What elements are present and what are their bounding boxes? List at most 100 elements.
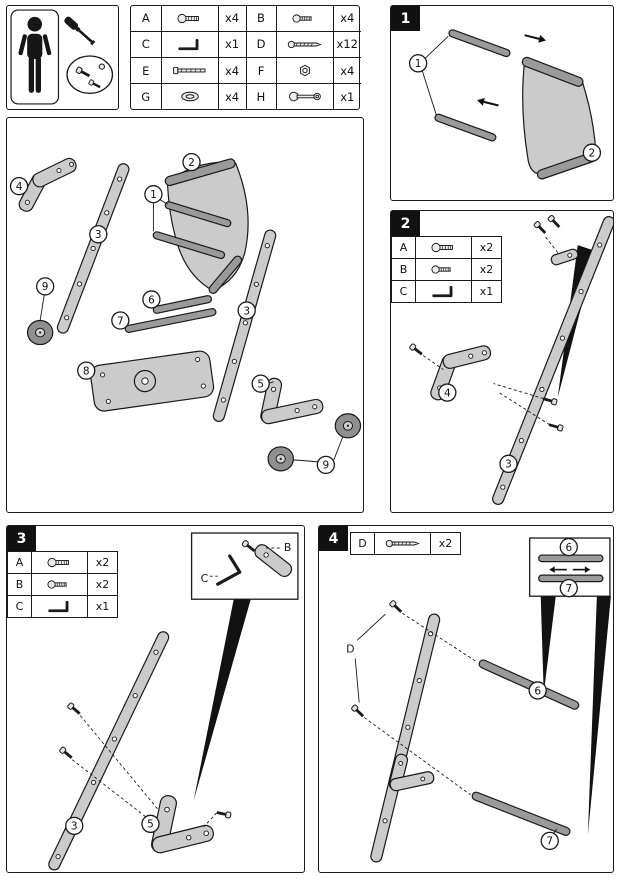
assembly-dash-lines [71, 715, 158, 824]
hardware-row: G x4 H x1 [131, 83, 361, 109]
bolt-icon [415, 236, 472, 259]
parts-row: D x2 [350, 532, 461, 555]
fabric-top-rod-part [521, 56, 584, 87]
part-qty: x4 [217, 83, 247, 109]
fabric-bottom-rod-part [208, 255, 243, 294]
loose-rod-part [434, 113, 497, 142]
part-qty: x4 [332, 6, 361, 32]
callout-number: 3 [243, 305, 250, 317]
nut-icon [275, 56, 334, 85]
base-plate-part [89, 350, 215, 412]
overview-panel: 4 3 9 2 [6, 117, 364, 513]
callout-number: 5 [257, 378, 264, 390]
long-screw-icon [275, 30, 334, 58]
seat-rod-part [152, 231, 226, 260]
wrench-icon [275, 83, 334, 109]
callout-number: 4 [444, 387, 451, 399]
step3-parts-table: A x2 B x2 C x1 [7, 551, 118, 618]
step1-label: 1 [391, 6, 420, 31]
allen-key-icon [31, 595, 88, 618]
bolt-icon [160, 6, 219, 32]
fabric-top-rod-part [164, 158, 236, 187]
part-qty: x4 [217, 6, 247, 32]
callout-7: 7 [111, 311, 130, 330]
parts-row: C x1 [391, 280, 502, 303]
hardware-row: A x4 B x4 [131, 6, 361, 32]
zoom-wedge [540, 596, 556, 694]
callout-number: 3 [95, 229, 102, 241]
callout-2: 2 [582, 143, 602, 162]
callout-number: 8 [83, 365, 90, 377]
zoom-wedge [193, 599, 251, 801]
part-qty: x4 [217, 56, 247, 85]
hardware-label-d: D [346, 642, 354, 655]
wheel-part [26, 319, 54, 346]
hardware-table: A x4 B x4 C x1 D x12 E x4 F x4 [131, 6, 361, 109]
part-letter: C [391, 280, 416, 303]
loose-rod-part [448, 29, 511, 58]
parts-row: A x2 [391, 236, 502, 259]
callout-number: 9 [42, 281, 49, 293]
part-qty: x1 [471, 280, 502, 303]
cross-rod-part [152, 295, 213, 314]
leader-lines [293, 433, 345, 463]
bracket-tip-part [550, 248, 579, 266]
screw-icon [275, 6, 334, 32]
callout-1: 1 [408, 54, 428, 73]
callout-number: 7 [117, 315, 124, 327]
cross-rod-part [538, 554, 604, 563]
wheel-part [334, 413, 362, 439]
cross-rod-part [471, 791, 571, 836]
parts-row: B x2 [7, 573, 118, 596]
part-letter: D [245, 30, 277, 58]
callout-number: 6 [148, 294, 155, 306]
cross-rod-part [478, 659, 580, 710]
step2-diagram: 4 3 [408, 214, 613, 505]
bracket-part [18, 157, 77, 212]
callout-number: 3 [505, 459, 512, 471]
detail-leader-lines [209, 547, 280, 577]
part-qty: x2 [87, 573, 118, 596]
parts-row: A x2 [7, 551, 118, 574]
long-screw-icon [388, 599, 404, 615]
part-letter: B [7, 573, 32, 596]
bolt-icon [66, 701, 83, 717]
callout-number: 2 [188, 157, 195, 169]
callout-number: 5 [147, 819, 154, 831]
callout-number: 7 [565, 583, 572, 595]
callout-number: 3 [71, 821, 78, 833]
nut-icon [98, 63, 105, 70]
callout-5: 5 [141, 814, 160, 834]
callout-number: 9 [323, 460, 330, 472]
allen-key-icon [160, 30, 219, 58]
callout-6: 6 [142, 290, 161, 309]
callout-3: 3 [65, 816, 84, 836]
callout-number: 4 [16, 181, 23, 193]
callout-7-detail: 7 [559, 579, 578, 598]
step3-label: 3 [7, 526, 36, 551]
step1-panel: 1 1 2 [390, 5, 614, 201]
step4-panel: 4 D x2 [318, 525, 614, 873]
callout-3: 3 [499, 454, 518, 474]
parts-row: C x1 [7, 595, 118, 618]
screw-icon [546, 214, 562, 230]
callout-6-detail: 6 [559, 537, 578, 557]
assembly-dash-line [203, 812, 218, 828]
side-rail-part [370, 613, 441, 863]
part-qty: x12 [332, 30, 361, 58]
exploded-view-diagram: 4 3 9 2 [9, 152, 362, 475]
bolt-icon [58, 745, 75, 761]
hardware-row: E x4 F x4 [131, 56, 361, 85]
callout-9: 9 [35, 277, 55, 296]
part-letter: C [7, 595, 32, 618]
callout-4: 4 [9, 176, 29, 196]
axle-bolt-icon [160, 56, 219, 85]
part-qty: x2 [471, 258, 502, 281]
side-rail-part [212, 229, 277, 423]
assembly-dash-line [545, 236, 561, 256]
zoom-wedge [587, 596, 611, 835]
part-letter: G [131, 83, 162, 109]
callout-1: 1 [144, 185, 163, 204]
step3-panel: 3 A x2 B x2 C x1 [6, 525, 305, 873]
side-rail-part [56, 163, 130, 334]
